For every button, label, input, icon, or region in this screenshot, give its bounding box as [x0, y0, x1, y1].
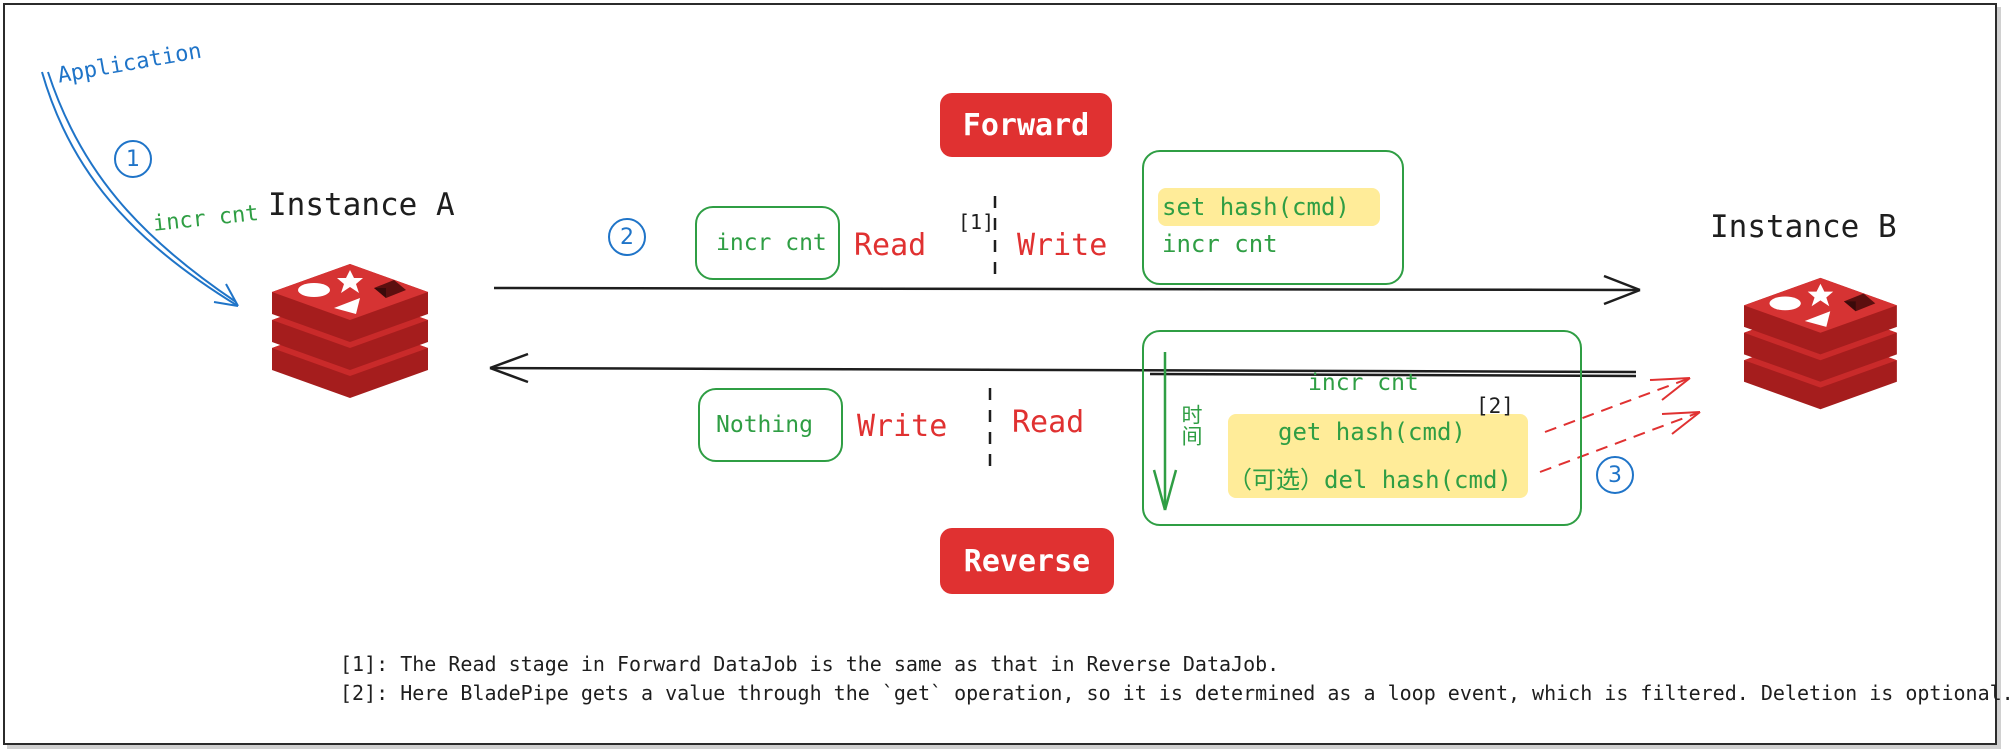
- forward-read-box-text: incr cnt: [716, 230, 827, 256]
- reverse-event-1: incr cnt: [1308, 370, 1419, 396]
- reverse-footnote-ref: [2]: [1476, 394, 1514, 418]
- forward-footnote-ref: [1]: [958, 210, 995, 234]
- forward-write-line-2: incr cnt: [1162, 230, 1278, 258]
- reverse-event-2: get hash(cmd): [1278, 418, 1466, 446]
- time-arrow-icon: [1152, 352, 1178, 511]
- step-2-marker: 2: [608, 218, 646, 256]
- forward-stage-read: Read: [854, 228, 927, 263]
- dashed-arrow-icon: [1539, 377, 1701, 473]
- forward-write-box: [1142, 150, 1404, 285]
- forward-stage-write: Write: [1017, 228, 1108, 263]
- reverse-events-box: [1142, 330, 1582, 526]
- instance-a-title: Instance A: [268, 187, 455, 223]
- reverse-stage-read: Read: [1012, 405, 1085, 440]
- step-1-marker: 1: [114, 140, 152, 178]
- reverse-write-box: [698, 388, 843, 462]
- forward-label: Forward: [940, 93, 1112, 157]
- step-3-marker: 3: [1596, 456, 1634, 494]
- reverse-stage-write: Write: [857, 409, 948, 444]
- reverse-event-3: （可选）del hash(cmd): [1228, 466, 1512, 494]
- instance-b-title: Instance B: [1710, 209, 1897, 245]
- reverse-write-box-text: Nothing: [716, 412, 813, 438]
- footnote-1: [1]: The Read stage in Forward DataJob i…: [340, 652, 1280, 676]
- forward-arrow-icon: [493, 274, 1641, 306]
- reverse-label: Reverse: [940, 528, 1114, 594]
- instance-a-redis-icon: [272, 264, 428, 398]
- forward-read-box: [695, 206, 840, 280]
- footnote-2: [2]: Here BladePipe gets a value through…: [340, 681, 2014, 705]
- reverse-arrow-icon: [489, 352, 1637, 384]
- forward-write-line-1: set hash(cmd): [1162, 193, 1350, 221]
- instance-b-redis-icon: [1744, 277, 1897, 410]
- time-label: 时间: [1179, 404, 1203, 446]
- forward-write-highlight: [1158, 188, 1380, 226]
- reverse-events-highlight: [1228, 414, 1528, 498]
- application-arrow-icon: [41, 71, 239, 307]
